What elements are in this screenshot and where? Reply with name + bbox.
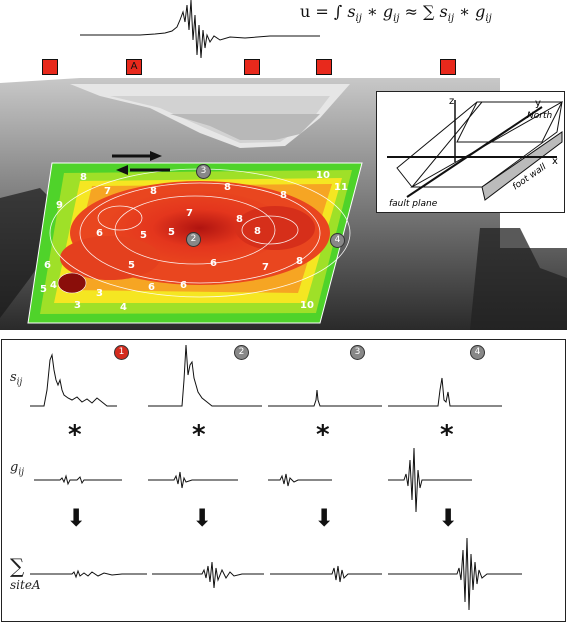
convolution-equation: u = ∫ sij ∗ gij ≈ ∑ sij ∗ gij	[300, 2, 492, 25]
svg-text:5: 5	[140, 230, 147, 241]
svg-text:10: 10	[316, 170, 330, 181]
row-label-sum: ∑ siteA	[10, 554, 41, 592]
svg-text:8: 8	[80, 172, 87, 183]
svg-text:x: x	[552, 156, 558, 167]
map-marker-4: 4	[330, 233, 345, 248]
convolve-symbol-2: *	[192, 420, 206, 450]
svg-text:8: 8	[150, 186, 157, 197]
svg-text:11: 11	[334, 182, 348, 193]
down-arrow-icon: ⬇	[192, 504, 213, 532]
convolve-symbol-3: *	[316, 420, 330, 450]
svg-text:5: 5	[40, 284, 47, 295]
down-arrow-icon: ⬇	[314, 504, 335, 532]
svg-text:8: 8	[280, 190, 287, 201]
map-marker-2: 2	[186, 232, 201, 247]
svg-text:8: 8	[224, 182, 231, 193]
svg-text:6: 6	[44, 260, 51, 271]
svg-text:North: North	[527, 111, 552, 121]
svg-text:3: 3	[74, 300, 81, 311]
convolution-panel: 1 2 3 4 sij gij ∑ siteA * * * * ⬇ ⬇ ⬇ ⬇	[1, 339, 566, 622]
svg-text:6: 6	[210, 258, 217, 269]
column-badge-3: 3	[350, 345, 365, 360]
svg-text:6: 6	[148, 282, 155, 293]
svg-text:5: 5	[168, 227, 175, 238]
row-label-s: sij	[10, 370, 23, 388]
svg-text:fault plane: fault plane	[389, 199, 438, 209]
convolve-symbol-4: *	[440, 420, 454, 450]
station-4	[316, 59, 332, 75]
svg-text:9: 9	[56, 200, 63, 211]
convolve-symbol-1: *	[68, 420, 82, 450]
convolution-traces	[30, 344, 522, 611]
map-marker-3: 3	[196, 164, 211, 179]
svg-text:7: 7	[104, 186, 111, 197]
down-arrow-icon: ⬇	[438, 504, 459, 532]
top-seismogram	[80, 0, 320, 59]
column-badge-2: 2	[234, 345, 249, 360]
svg-text:8: 8	[236, 214, 243, 225]
svg-text:z: z	[449, 96, 454, 107]
station-1	[42, 59, 58, 75]
svg-text:3: 3	[96, 288, 103, 299]
column-badge-4: 4	[470, 345, 485, 360]
svg-text:4: 4	[50, 280, 57, 291]
svg-text:7: 7	[262, 262, 269, 273]
svg-text:y: y	[535, 98, 541, 109]
fault-geometry-diagram: z y x North fault plane foot wall	[387, 96, 563, 209]
station-3	[244, 59, 260, 75]
down-arrow-icon: ⬇	[66, 504, 87, 532]
svg-text:4: 4	[120, 302, 127, 313]
svg-text:7: 7	[186, 208, 193, 219]
fault-geometry-inset: z y x North fault plane foot wall	[376, 91, 565, 213]
svg-text:8: 8	[296, 256, 303, 267]
station-a: A	[126, 59, 142, 75]
column-badge-1: 1	[114, 345, 129, 360]
svg-text:8: 8	[254, 226, 261, 237]
svg-text:5: 5	[128, 260, 135, 271]
svg-text:10: 10	[300, 300, 314, 311]
station-5	[440, 59, 456, 75]
svg-text:6: 6	[180, 280, 187, 291]
row-label-g: gij	[10, 460, 24, 478]
svg-text:6: 6	[96, 228, 103, 239]
